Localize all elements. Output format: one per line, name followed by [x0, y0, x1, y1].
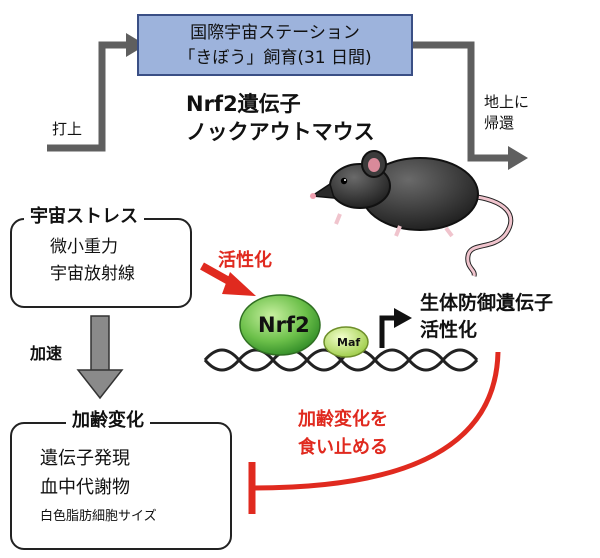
- aging-title: 加齢変化: [66, 406, 150, 432]
- space-stress-items: 微小重力 宇宙放射線: [50, 234, 135, 288]
- stop-aging-label: 加齢変化を 食い止める: [298, 406, 388, 462]
- nrf2-label: Nrf2: [258, 313, 310, 337]
- activation-label: 活性化: [218, 250, 272, 271]
- return-label-line2: 帰還: [484, 114, 515, 132]
- space-stress-item: 微小重力: [50, 237, 118, 257]
- aging-item: 遺伝子発現: [40, 448, 130, 469]
- defense-genes-label: 生体防御遺伝子 活性化: [420, 290, 553, 344]
- iss-box-line1: 国際宇宙ステーション: [190, 23, 360, 43]
- activation-arrow: [200, 262, 256, 296]
- defense-genes-line2: 活性化: [420, 319, 478, 341]
- return-label: 地上に 帰還: [484, 92, 529, 134]
- stop-aging-line2: 食い止める: [298, 437, 388, 458]
- mouse-label-line1: Nrf2遺伝子: [186, 92, 301, 116]
- mouse-label-line2: ノックアウトマウス: [186, 120, 375, 144]
- return-label-line1: 地上に: [484, 93, 530, 111]
- dna-helix: [203, 348, 479, 372]
- accelerate-label: 加速: [30, 344, 63, 363]
- accelerate-arrow: [76, 315, 124, 400]
- nrf2-protein-shape: [239, 294, 321, 356]
- space-stress-title: 宇宙ストレス: [24, 202, 144, 228]
- return-arrow: [413, 41, 528, 170]
- launch-arrow: [47, 33, 146, 152]
- launch-label: 打上: [52, 120, 83, 138]
- aging-box: [10, 422, 232, 550]
- aging-item: 血中代謝物: [40, 477, 130, 498]
- maf-protein-shape: [323, 326, 369, 358]
- maf-label: Maf: [337, 336, 361, 349]
- iss-box-line2: 「きぼう」飼育(31 日間): [178, 48, 372, 68]
- aging-items: 遺伝子発現 血中代謝物 白色脂肪細胞サイズ: [40, 444, 157, 531]
- iss-box: 国際宇宙ステーション 「きぼう」飼育(31 日間): [137, 14, 413, 76]
- transcription-arrow: [379, 308, 412, 348]
- inhibition-arrow: [248, 351, 501, 514]
- aging-item: 白色脂肪細胞サイズ: [40, 509, 157, 524]
- defense-genes-line1: 生体防御遺伝子: [420, 292, 554, 314]
- space-stress-item: 宇宙放射線: [50, 264, 135, 284]
- mouse-label: Nrf2遺伝子 ノックアウトマウス: [186, 90, 375, 146]
- mouse-illustration: [309, 150, 514, 277]
- stop-aging-line1: 加齢変化を: [298, 409, 388, 430]
